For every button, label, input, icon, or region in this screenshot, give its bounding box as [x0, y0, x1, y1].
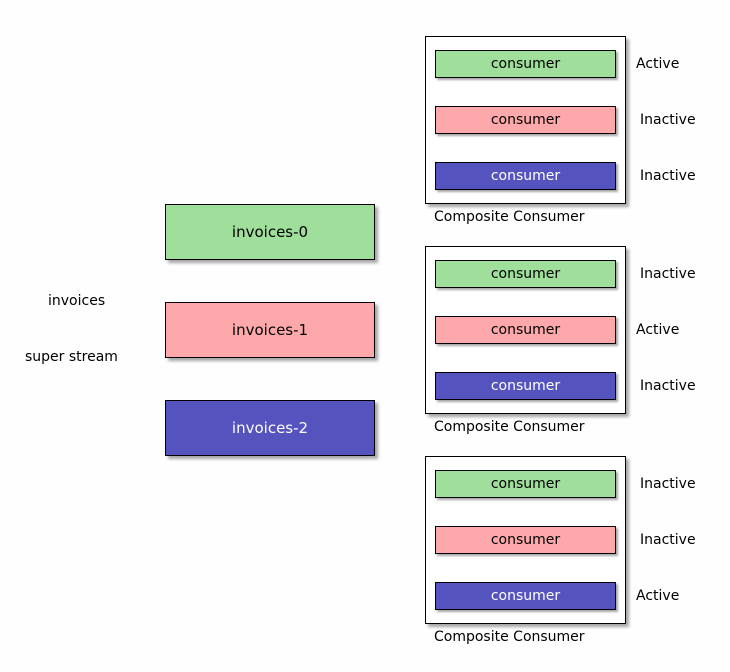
consumer-state: Inactive	[640, 168, 696, 184]
composite-consumer-label: Composite Consumer	[434, 209, 585, 225]
consumer-state: Active	[636, 588, 680, 604]
partition-invoices-0: invoices-0	[165, 204, 375, 260]
consumer-pink: consumer	[435, 526, 616, 554]
consumer-state: Inactive	[640, 476, 696, 492]
composite-consumer-1: consumer consumer consumer Composite Con…	[425, 36, 696, 225]
consumer-state: Inactive	[640, 532, 696, 548]
consumer-state: Active	[636, 322, 680, 338]
consumer-green: consumer	[435, 50, 616, 78]
consumer-green: consumer	[435, 260, 616, 288]
partition-invoices-2: invoices-2	[165, 400, 375, 456]
consumer-blue: consumer	[435, 372, 616, 400]
consumer-state: Active	[636, 56, 680, 72]
consumer-pink: consumer	[435, 106, 616, 134]
consumer-state: Inactive	[640, 112, 696, 128]
consumer-state: Inactive	[640, 266, 696, 282]
consumer-blue: consumer	[435, 582, 616, 610]
composite-consumer-3: consumer consumer consumer Composite Con…	[425, 456, 696, 645]
super-stream-name: invoices	[48, 293, 106, 309]
super-stream-label: super stream	[25, 349, 118, 365]
consumer-blue: consumer	[435, 162, 616, 190]
composite-consumer-label: Composite Consumer	[434, 419, 585, 435]
consumer-state: Inactive	[640, 378, 696, 394]
consumer-pink: consumer	[435, 316, 616, 344]
partition-invoices-1: invoices-1	[165, 302, 375, 358]
composite-consumer-2: consumer consumer consumer Composite Con…	[425, 246, 696, 435]
composite-consumer-label: Composite Consumer	[434, 629, 585, 645]
consumer-green: consumer	[435, 470, 616, 498]
